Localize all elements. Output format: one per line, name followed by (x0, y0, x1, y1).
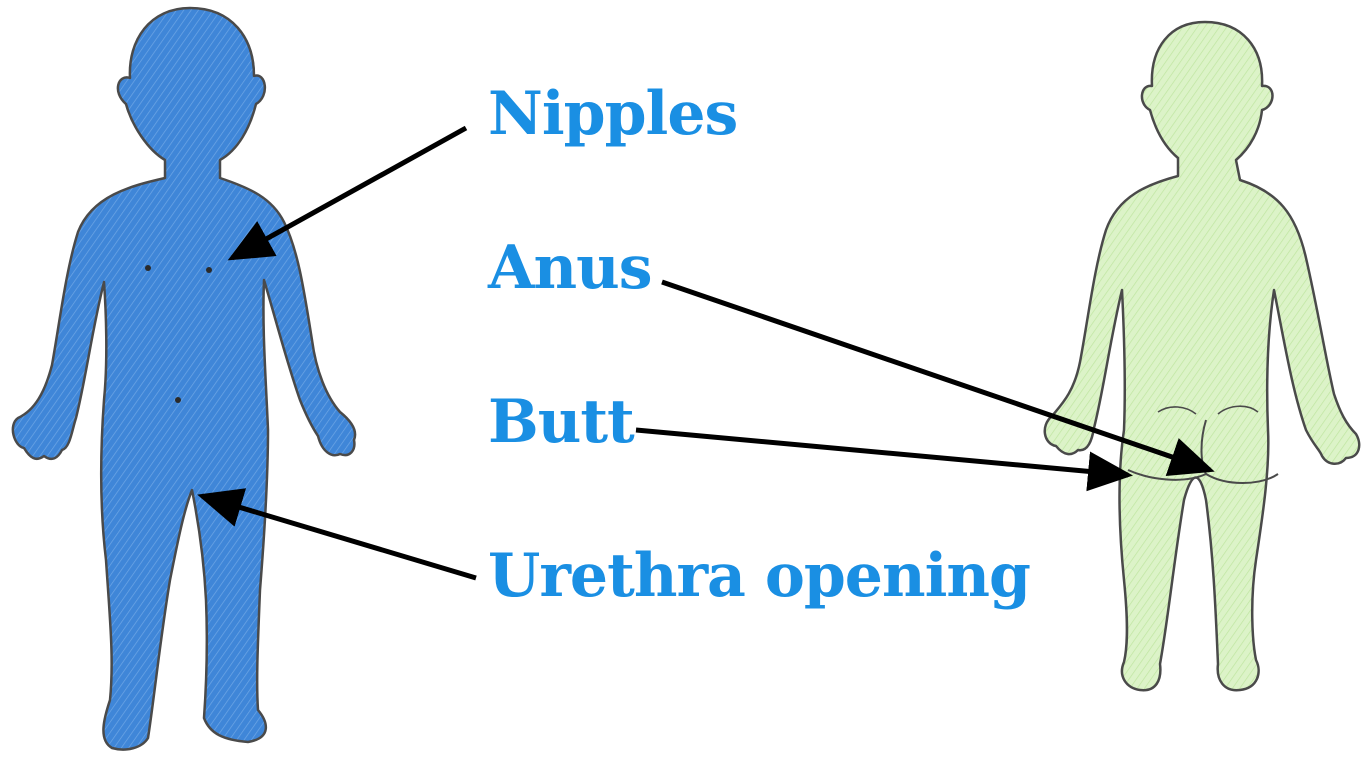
label-urethra-opening: Urethra opening (488, 546, 1030, 606)
front-figure (13, 8, 355, 750)
label-butt: Butt (488, 392, 634, 452)
nipple-right-mark (206, 267, 212, 273)
arrow-nipples (232, 128, 466, 258)
arrows (202, 128, 1210, 578)
back-figure-body (1045, 22, 1359, 690)
label-nipples: Nipples (488, 84, 737, 144)
label-anus: Anus (488, 238, 652, 298)
navel-mark (175, 397, 181, 403)
front-figure-body (13, 8, 355, 750)
back-figure (1045, 22, 1359, 690)
nipple-left-mark (145, 265, 151, 271)
